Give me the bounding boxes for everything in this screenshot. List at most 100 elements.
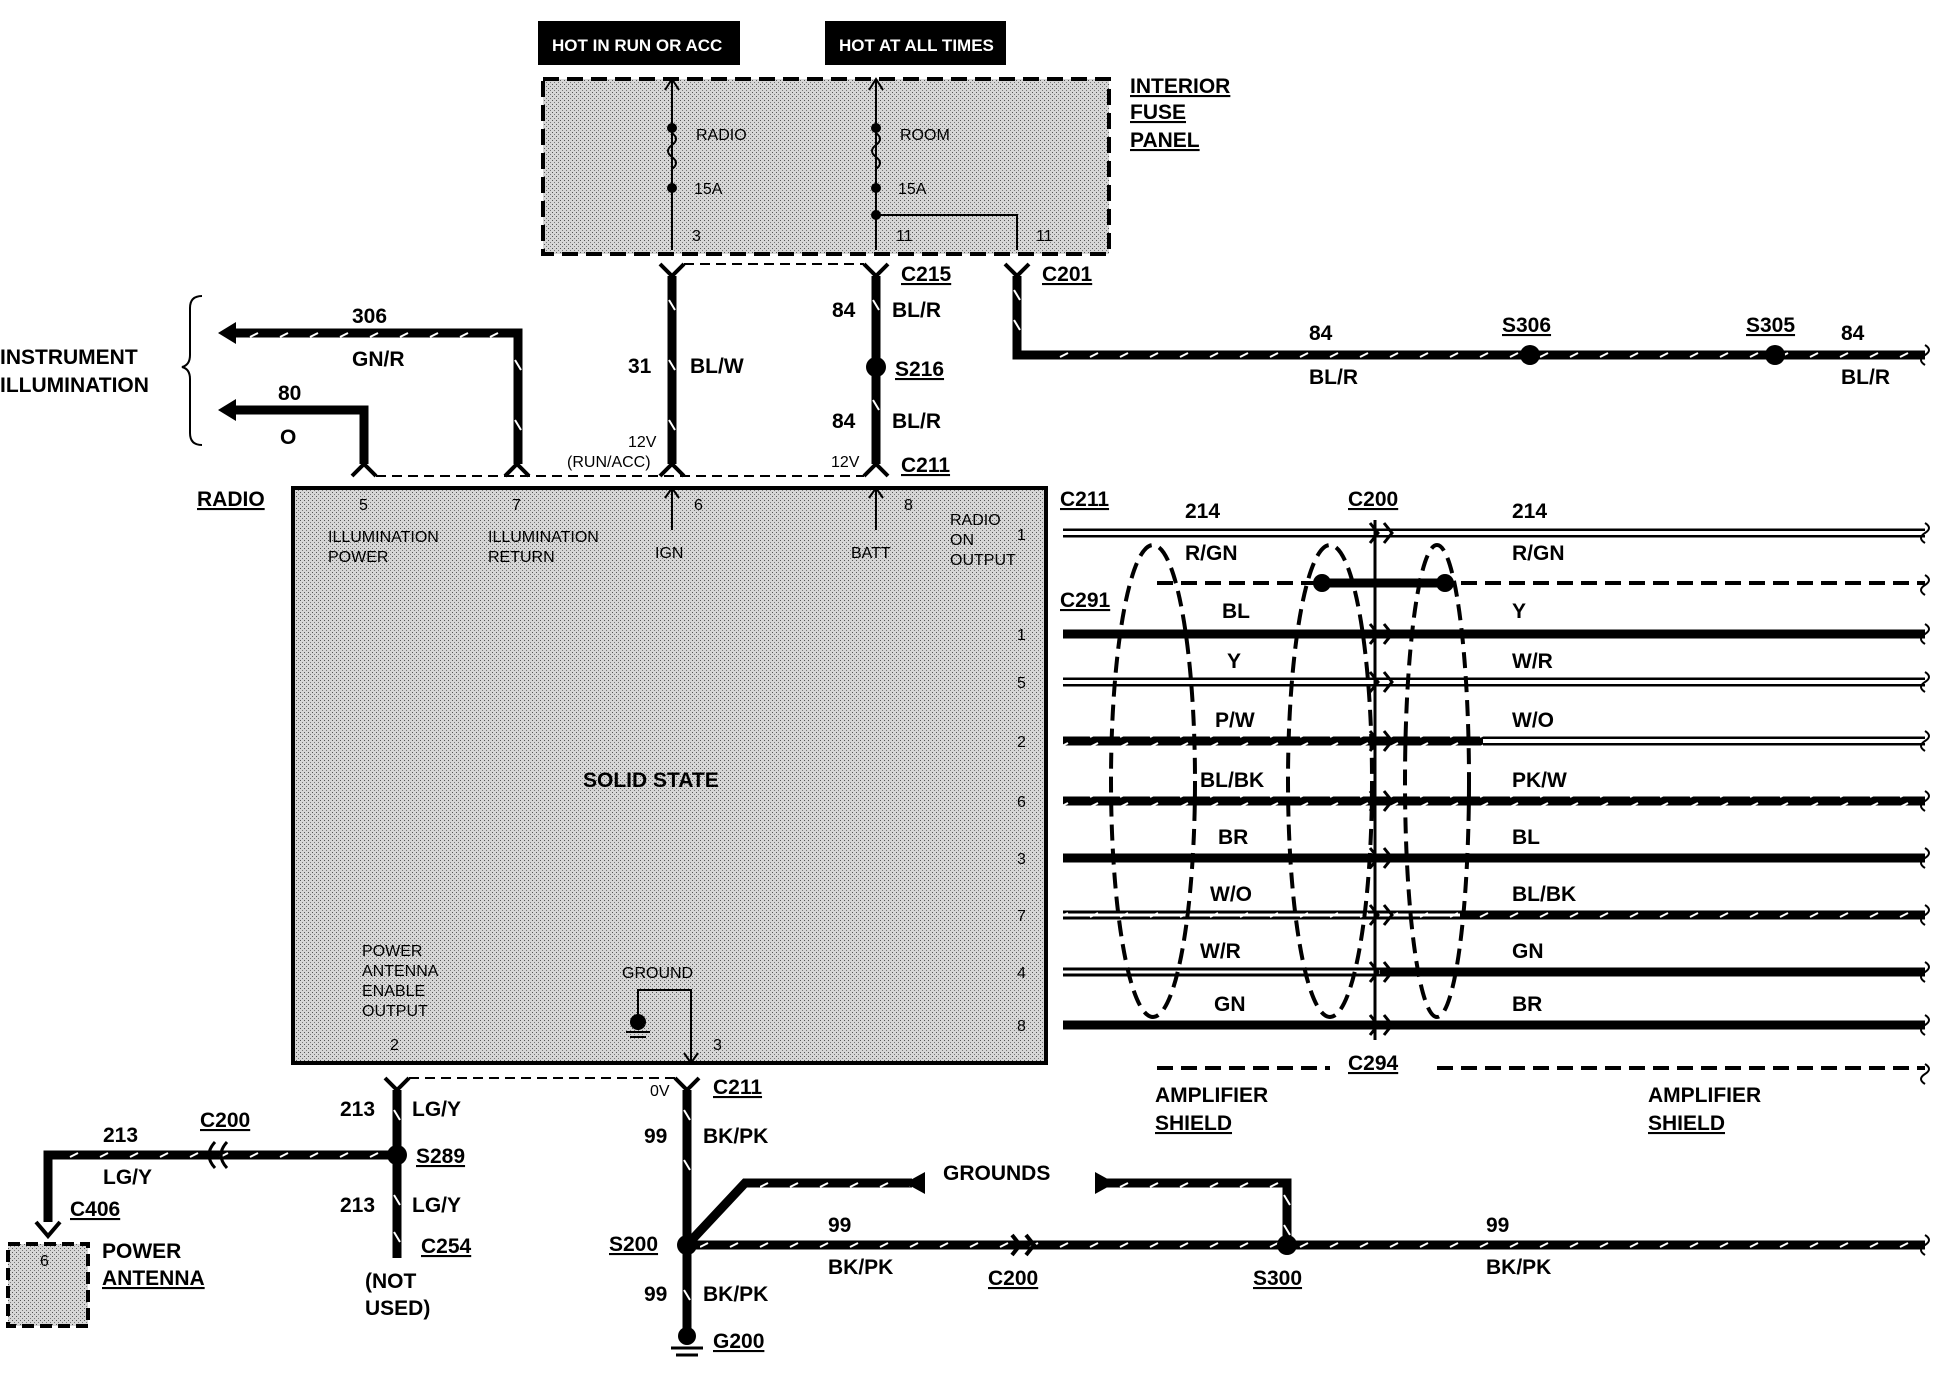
labels: C215 C201 C211 C211 C200 C291 C294 C211 … <box>0 263 1890 1353</box>
connector-c211-top: C211 <box>901 454 950 477</box>
speaker-left-8: GN <box>1214 993 1246 1016</box>
radio-center-label: SOLID STATE <box>583 769 719 792</box>
w84a-num: 84 <box>832 299 856 322</box>
w306-num: 306 <box>352 305 387 328</box>
pin5-line1: ILLUMINATION <box>328 529 439 546</box>
w214a-color: R/GN <box>1185 542 1238 565</box>
speaker-right-5: W/R <box>1512 650 1553 673</box>
speaker-pin-numbers: 1 5 2 6 3 7 4 8 <box>1017 627 1026 1035</box>
power-antenna: 6 POWER ANTENNA <box>6 1240 205 1328</box>
w306-color: GN/R <box>352 348 405 371</box>
w84d-num: 84 <box>1841 322 1865 345</box>
connector-c200-antenna: C200 <box>200 1109 250 1132</box>
speaker-left-3: BR <box>1218 826 1248 849</box>
wire-hatching <box>393 289 1291 1301</box>
power-antenna-line2: ANTENNA <box>102 1267 205 1290</box>
w84d-color: BL/R <box>1841 366 1890 389</box>
ground-g200: G200 <box>713 1330 764 1353</box>
fuse-panel: HOT IN RUN OR ACC HOT AT ALL TIMES INTER… <box>538 21 1230 256</box>
connector-c406: C406 <box>70 1198 120 1221</box>
w214b-num: 214 <box>1512 500 1547 523</box>
amp-shield-left-line1: AMPLIFIER <box>1155 1084 1268 1107</box>
voltage-12v-run: 12V <box>628 434 657 451</box>
pin1-num: 1 <box>1017 527 1026 544</box>
fuse-panel-label-2: FUSE <box>1130 101 1186 124</box>
speaker-right-2: W/O <box>1512 709 1554 732</box>
speaker-left-4: W/R <box>1200 940 1241 963</box>
wire-306-hatch <box>240 328 515 338</box>
wire-pw-hatch <box>1063 736 1483 746</box>
wire-99-branch-hatch <box>760 1178 910 1188</box>
pin3-name: GROUND <box>622 965 693 982</box>
wire-99-return-hatch <box>1115 1178 1285 1188</box>
wire-213-hatch <box>60 1150 390 1160</box>
amp-shield-left-line2: SHIELD <box>1155 1112 1232 1135</box>
fuse-room-pin-b: 11 <box>1036 228 1053 245</box>
speaker-wire-labels: BL Y Y W/R P/W W/O BL/BK PK/W BR BL W/O … <box>1200 600 1576 1016</box>
w99d-num: 99 <box>1486 1214 1509 1237</box>
pin7-line1: ILLUMINATION <box>488 529 599 546</box>
w99c-color: BK/PK <box>828 1256 893 1279</box>
w99a-color: BK/PK <box>703 1125 768 1148</box>
splice-dots <box>387 345 1785 1255</box>
w99d-color: BK/PK <box>1486 1256 1551 1279</box>
w213b-color: LG/Y <box>412 1194 461 1217</box>
speaker-right-1: Y <box>1512 600 1526 623</box>
voltage-run-acc: (RUN/ACC) <box>567 454 651 471</box>
pin2-line3: ENABLE <box>362 983 425 1000</box>
speaker-right-3: BL <box>1512 826 1540 849</box>
hot-run-acc-text: HOT IN RUN OR ACC <box>552 36 722 55</box>
wire-99-hatch <box>700 1240 1925 1250</box>
w214a-num: 214 <box>1185 500 1220 523</box>
voltage-0v: 0V <box>650 1083 670 1100</box>
connector-c211-bottom: C211 <box>713 1076 762 1099</box>
wire-99-grounds-return <box>1107 1178 1292 1245</box>
connector-c291: C291 <box>1060 589 1111 612</box>
splice-s305-dot <box>1765 345 1785 365</box>
instrument-illumination-bracket <box>181 295 203 446</box>
speaker-pin-4: 4 <box>1017 965 1026 982</box>
speaker-left-7: W/O <box>1210 883 1252 906</box>
not-used-line2: USED) <box>365 1297 430 1320</box>
speaker-pin-7: 7 <box>1017 908 1026 925</box>
pin6-num: 6 <box>694 497 703 514</box>
w213c-color: LG/Y <box>103 1166 152 1189</box>
w84c-num: 84 <box>1309 322 1333 345</box>
splice-s300: S300 <box>1253 1267 1302 1290</box>
pin8-name: BATT <box>851 545 891 562</box>
amplifier-shields <box>1109 543 1925 1070</box>
splice-s289-dot <box>387 1145 407 1165</box>
speaker-left-5: Y <box>1227 650 1241 673</box>
connector-c254: C254 <box>421 1235 472 1258</box>
w80-color: O <box>280 426 296 449</box>
power-antenna-line1: POWER <box>102 1240 181 1263</box>
splice-s200: S200 <box>609 1233 658 1256</box>
grounds-label: GROUNDS <box>943 1162 1050 1185</box>
splice-s300-dot <box>1277 1235 1297 1255</box>
fuse-room-pin-a: 11 <box>896 228 913 245</box>
speaker-pin-8: 8 <box>1017 1018 1026 1035</box>
not-used-line1: (NOT <box>365 1270 416 1293</box>
w213c-num: 213 <box>103 1124 138 1147</box>
pin7-line2: RETURN <box>488 549 555 566</box>
speaker-right-6: PK/W <box>1512 769 1567 792</box>
fuse-radio-name: RADIO <box>696 127 747 144</box>
speaker-left-2: P/W <box>1215 709 1255 732</box>
pin5-line2: POWER <box>328 549 388 566</box>
speaker-right-4: GN <box>1512 940 1544 963</box>
fuse-panel-label-3: PANEL <box>1130 129 1200 152</box>
instrument-illumination-line1: INSTRUMENT <box>0 346 138 369</box>
splice-s289: S289 <box>416 1145 465 1168</box>
pin2-line1: POWER <box>362 943 422 960</box>
speaker-pin-1: 1 <box>1017 627 1026 644</box>
connector-c211-right: C211 <box>1060 488 1109 511</box>
fuse-panel-label-1: INTERIOR <box>1130 75 1230 98</box>
w99a-num: 99 <box>644 1125 667 1148</box>
splice-s216: S216 <box>895 358 944 381</box>
radio-unit: RADIO SOLID STATE 5 ILLUMINATION POWER 7… <box>197 486 1048 1065</box>
w213a-num: 213 <box>340 1098 375 1121</box>
splice-s306-dot <box>1520 345 1540 365</box>
connector-c200-ground: C200 <box>988 1267 1038 1290</box>
speaker-pin-2: 2 <box>1017 734 1026 751</box>
